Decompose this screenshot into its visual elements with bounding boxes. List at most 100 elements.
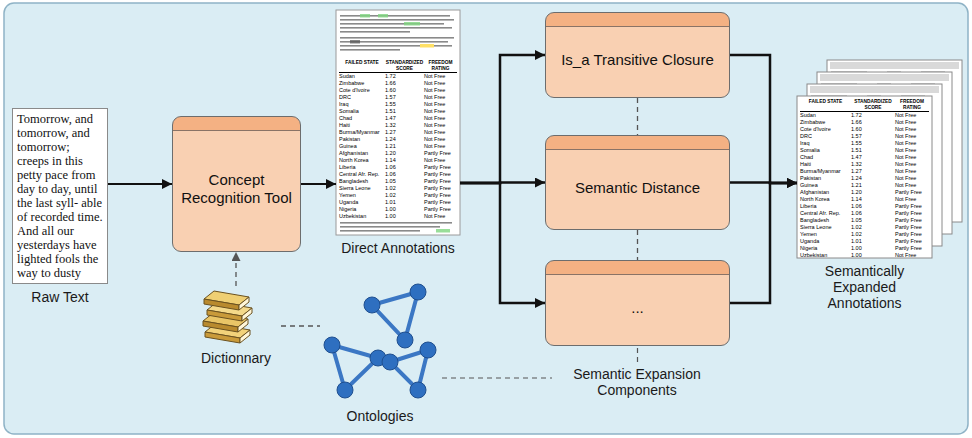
caption: Ontologies	[320, 408, 440, 424]
table-cell: Partly Free	[424, 206, 457, 213]
table-cell: Burma/Myanmar	[800, 168, 851, 175]
table-cell: Uganda	[800, 238, 851, 245]
table-cell: Nigeria	[800, 245, 851, 252]
table-cell: 1.21	[851, 182, 895, 189]
resource-icon: Dictionnary	[191, 286, 281, 366]
table-cell: Sudan	[800, 112, 851, 119]
table-cell: 1.05	[385, 178, 424, 185]
table-header: STANDARDIZED SCORE	[851, 99, 895, 112]
table-cell: Bangladesh	[800, 217, 851, 224]
document-node: FAILED STATESTANDARDIZED SCOREFREEDOM RA…	[797, 96, 932, 311]
table-cell: 1.00	[385, 206, 424, 213]
table-cell: Partly Free	[895, 189, 929, 196]
table-cell: 1.14	[851, 196, 895, 203]
table-cell: DRC	[339, 94, 385, 101]
table-cell: 1.24	[385, 136, 424, 143]
table-cell: Sudan	[339, 73, 385, 80]
table-cell: Uzbekistan	[800, 252, 851, 259]
table-cell: 1.32	[385, 122, 424, 129]
table-cell: Partly Free	[424, 171, 457, 178]
table-cell: 1.20	[851, 189, 895, 196]
table-cell: 1.55	[851, 140, 895, 147]
table-cell: Somalia	[800, 147, 851, 154]
table-cell: 1.01	[385, 199, 424, 206]
table-cell: Not Free	[895, 175, 929, 182]
table-cell: Sierra Leone	[800, 224, 851, 231]
table-cell: Partly Free	[424, 150, 457, 157]
table-cell: 1.24	[851, 175, 895, 182]
table-cell: Guinea	[339, 143, 385, 150]
table-header: FAILED STATE	[800, 99, 851, 112]
table-cell: Afghanistan	[800, 189, 851, 196]
table-cell: Not Free	[895, 168, 929, 175]
table-cell: 1.21	[385, 143, 424, 150]
table-cell: 1.27	[385, 129, 424, 136]
table-cell: Iraq	[339, 101, 385, 108]
table-cell: Partly Free	[424, 178, 457, 185]
table-header: FREEDOM RATING	[424, 60, 457, 73]
table-cell: 1.06	[851, 210, 895, 217]
process-box: ...	[545, 260, 730, 346]
table-cell: Not Free	[895, 252, 929, 259]
table-cell: 1.51	[851, 147, 895, 154]
table-cell: Partly Free	[424, 185, 457, 192]
table-cell: 1.00	[385, 213, 424, 220]
table-cell: Partly Free	[895, 238, 929, 245]
table-cell: 1.55	[385, 101, 424, 108]
data-table: FAILED STATESTANDARDIZED SCOREFREEDOM RA…	[800, 99, 929, 259]
table-cell: 1.20	[385, 150, 424, 157]
table-cell: 1.02	[851, 231, 895, 238]
table-cell: Nigeria	[339, 206, 385, 213]
table-cell: Bangladesh	[339, 178, 385, 185]
table-cell: Afghanistan	[339, 150, 385, 157]
flow-arrow	[460, 55, 545, 183]
table-cell: Partly Free	[895, 245, 929, 252]
table-cell: Not Free	[895, 119, 929, 126]
table-cell: Guinea	[800, 182, 851, 189]
flow-arrow	[460, 183, 545, 303]
table-cell: 1.02	[385, 185, 424, 192]
table-cell: Partly Free	[895, 231, 929, 238]
table-cell: Partly Free	[424, 192, 457, 199]
table-cell: Not Free	[424, 101, 457, 108]
table-cell: Pakistan	[800, 175, 851, 182]
box-label: ...	[631, 299, 644, 317]
box-label: Is_a Transitive Closure	[561, 51, 714, 69]
table-cell: 1.00	[851, 252, 895, 259]
raw-text: Tomorrow, and tomorrow, and tomorrow; cr…	[17, 112, 103, 280]
table-cell: Partly Free	[424, 164, 457, 171]
document-sheet	[336, 10, 460, 235]
panel	[4, 3, 968, 434]
table-cell: Not Free	[895, 196, 929, 203]
table-cell: Central Afr. Rep.	[800, 210, 851, 217]
dashed-link	[235, 252, 236, 286]
table-cell: Partly Free	[895, 203, 929, 210]
caption: Semantically Expanded Annotations	[797, 263, 932, 311]
table-cell: 1.66	[385, 80, 424, 87]
stacked-documents	[797, 60, 962, 258]
table-cell: Yemen	[800, 231, 851, 238]
table-cell: Haiti	[339, 122, 385, 129]
table-cell: 1.27	[851, 168, 895, 175]
box-label: Semantic Distance	[575, 179, 700, 197]
text-box: Tomorrow, and tomorrow, and tomorrow; cr…	[12, 108, 108, 284]
table-cell: Not Free	[895, 182, 929, 189]
table-header: FREEDOM RATING	[895, 99, 929, 112]
table-cell: North Korea	[800, 196, 851, 203]
table-cell: Sierra Leone	[339, 185, 385, 192]
dictionary-icon	[203, 291, 252, 343]
table-cell: Cote d'Ivoire	[339, 87, 385, 94]
table-cell: Somalia	[339, 108, 385, 115]
table-cell: DRC	[800, 133, 851, 140]
flow-arrow	[108, 183, 172, 185]
resource-icon: Ontologies	[320, 286, 440, 424]
table-cell: Iraq	[800, 140, 851, 147]
group-label: Semantic Expansion Components	[556, 366, 718, 398]
document-area: FAILED STATESTANDARDIZED SCOREFREEDOM RA…	[797, 96, 932, 258]
table-cell: Not Free	[895, 140, 929, 147]
flow-arrow	[730, 55, 797, 183]
table-cell: Not Free	[424, 213, 457, 220]
document-area: FAILED STATESTANDARDIZED SCOREFREEDOM RA…	[336, 10, 460, 235]
table-header: STANDARDIZED SCORE	[385, 60, 424, 73]
